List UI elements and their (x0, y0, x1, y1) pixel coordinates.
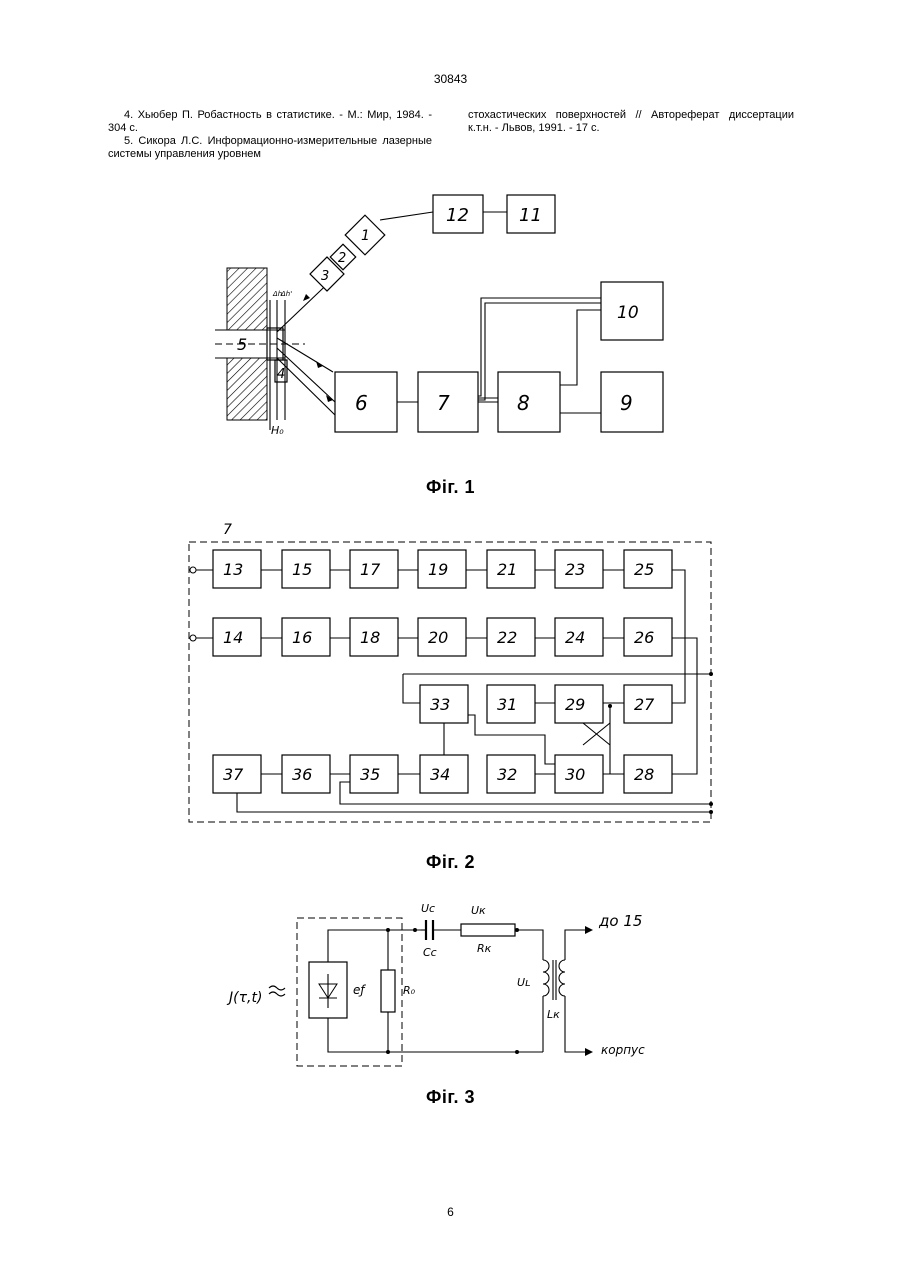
resistor-r0 (381, 970, 395, 1012)
figure-2-diagram: 7 13 15 17 19 21 23 25 14 16 18 20 22 (185, 520, 720, 830)
block-3-label: 3 (321, 269, 329, 284)
svg-text:11: 11 (519, 205, 542, 226)
block-17: 17 (360, 560, 381, 579)
block-27: 27 (634, 695, 655, 714)
block-28: 28 (634, 765, 654, 784)
svg-text:12: 12 (446, 205, 469, 226)
block-13: 13 (223, 560, 243, 579)
label-h0: H₀ (271, 424, 284, 437)
label-ef: eƒ (353, 983, 366, 997)
figure-1-diagram: 5 Δh Δh' H₀ 4 1 2 3 12 11 6 7 8 9 10 (215, 190, 675, 460)
page-code: 30843 (0, 72, 901, 86)
block-26: 26 (634, 628, 654, 647)
resistor-rk (461, 924, 515, 936)
svg-text:8: 8 (517, 391, 530, 415)
reference-5-continued: стохастических поверхностей // Авторефер… (468, 109, 794, 135)
references-left: 4. Хьюбер П. Робастность в статистике. -… (108, 109, 432, 161)
figure-2-caption: Фiг. 2 (0, 852, 901, 873)
reference-4: 4. Хьюбер П. Робастность в статистике. -… (108, 109, 432, 135)
block-23: 23 (565, 560, 585, 579)
label-ur: Uк (471, 904, 486, 917)
block-37: 37 (223, 765, 244, 784)
label-ul: Uʟ (517, 976, 531, 989)
svg-text:7: 7 (437, 391, 450, 415)
block-30: 30 (565, 765, 585, 784)
reference-5: 5. Сикора Л.С. Информационно-измерительн… (108, 135, 432, 161)
block-19: 19 (428, 560, 448, 579)
figure-3-caption: Фiг. 3 (0, 1087, 901, 1108)
svg-text:Δh': Δh' (280, 290, 292, 298)
block-34: 34 (430, 765, 450, 784)
svg-text:10: 10 (617, 303, 639, 323)
svg-text:9: 9 (620, 391, 633, 415)
label-rk: Rк (477, 942, 492, 955)
block-1-label: 1 (361, 228, 370, 244)
label-case: корпус (601, 1043, 645, 1057)
figure-1-caption: Фiг. 1 (0, 477, 901, 498)
block-2-label: 2 (338, 251, 346, 266)
block-16: 16 (292, 628, 312, 647)
label-uc: Uc (421, 902, 435, 915)
block-14: 14 (223, 628, 243, 647)
block-36: 36 (292, 765, 312, 784)
block-25: 25 (634, 560, 654, 579)
block-24: 24 (565, 628, 585, 647)
input-light-label: J(τ,t) (226, 990, 262, 1006)
block-35: 35 (360, 765, 380, 784)
block-18: 18 (360, 628, 380, 647)
svg-text:6: 6 (355, 391, 368, 415)
label-r0: R₀ (403, 984, 416, 997)
block-32: 32 (497, 765, 517, 784)
references-right: стохастических поверхностей // Авторефер… (468, 109, 794, 135)
wall-lower (227, 358, 267, 420)
block-20: 20 (428, 628, 448, 647)
block-15: 15 (292, 560, 312, 579)
block-5-label: 5 (237, 335, 247, 354)
block-29: 29 (565, 695, 585, 714)
label-lk: Lк (547, 1008, 560, 1021)
block-31: 31 (497, 695, 517, 714)
wall-upper (227, 268, 267, 330)
block-21: 21 (497, 560, 517, 579)
label-to-15: до 15 (598, 912, 642, 930)
figure-3-circuit: J(τ,t) eƒ R₀ Uc Cc Uк Rк Uʟ Lк до 15 кор… (225, 890, 665, 1085)
block-33: 33 (430, 695, 450, 714)
label-cc: Cc (423, 946, 437, 959)
page-number: 6 (0, 1205, 901, 1219)
block-22: 22 (497, 628, 517, 647)
block-4-label: 4 (277, 367, 285, 382)
group-7-label: 7 (223, 522, 232, 538)
